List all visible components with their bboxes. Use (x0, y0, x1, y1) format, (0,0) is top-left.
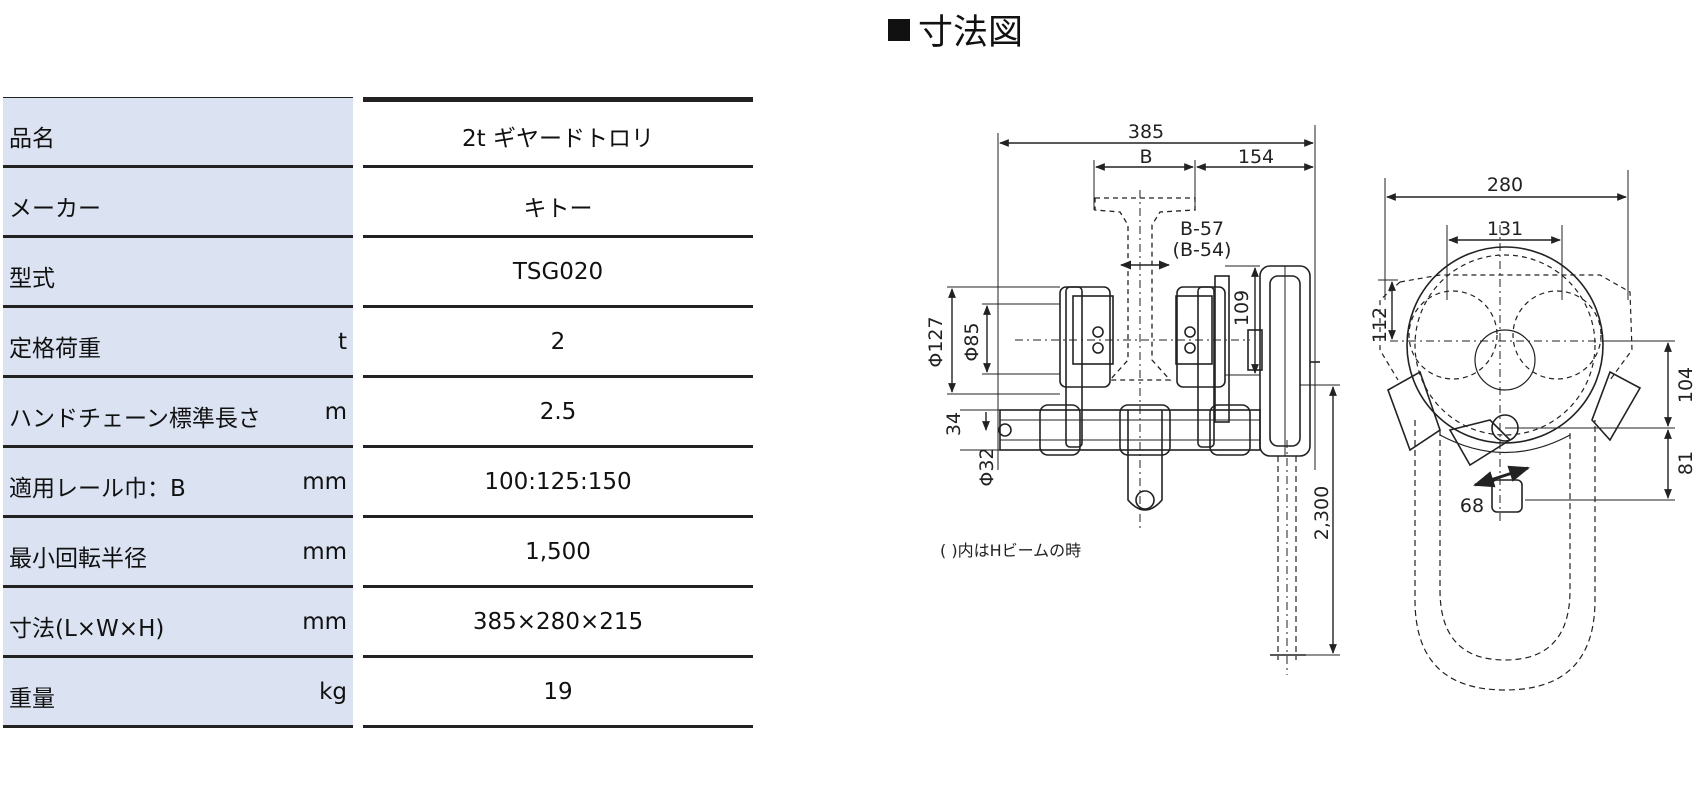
dim-34-label: 34 (943, 412, 965, 436)
dim-112-label: 112 (1369, 307, 1391, 343)
row-unit: mm (302, 539, 347, 565)
dim-phi85-label: Φ85 (961, 322, 983, 361)
row-label: 重量 (9, 686, 55, 712)
dim-68-label: 68 (1460, 495, 1484, 517)
row-label: 品名 (9, 126, 55, 152)
dim-b-label: B (1139, 146, 1152, 168)
dimension-drawing: 385 B 154 B-57 (B-54) Φ127 Φ85 109 34 Φ3… (925, 121, 1697, 691)
square-bullet-icon (888, 19, 910, 41)
side-view (947, 125, 1340, 675)
front-view (1378, 170, 1675, 691)
row-value: 100:125:150 (484, 469, 632, 495)
dim-b54-label: (B-54) (1173, 239, 1232, 261)
row-unit: mm (302, 609, 347, 635)
row-value: 1,500 (525, 539, 591, 565)
dim-phi127-label: Φ127 (925, 316, 947, 367)
spec-table: 品名 2t ギヤードトロリ メーカー キトー 型式 TSG020 定格荷重 t 2… (3, 98, 753, 728)
row-label: 最小回転半径 (9, 546, 147, 572)
row-label: メーカー (9, 196, 101, 222)
dim-phi32-label: Φ32 (976, 447, 998, 486)
row-unit: mm (302, 469, 347, 495)
drawing-section-title: 寸法図 (888, 4, 1023, 55)
table-row: 型式 TSG020 (3, 238, 753, 308)
row-value: 2 (550, 329, 566, 355)
dim-104-label: 104 (1675, 367, 1697, 403)
row-value: キトー (523, 196, 593, 222)
dim-b57-label: B-57 (1180, 218, 1224, 240)
row-label: 適用レール巾：B (9, 476, 186, 502)
row-unit: t (337, 329, 347, 355)
table-row: ハンドチェーン標準長さ m 2.5 (3, 378, 753, 448)
dim-154-label: 154 (1238, 146, 1274, 168)
dim-280-label: 280 (1487, 174, 1523, 196)
row-value: TSG020 (512, 259, 604, 285)
row-unit: m (324, 399, 347, 425)
dim-109-label: 109 (1231, 290, 1253, 326)
table-row: メーカー キトー (3, 168, 753, 238)
table-row: 品名 2t ギヤードトロリ (3, 98, 753, 168)
row-label: ハンドチェーン標準長さ (9, 406, 261, 432)
row-value: 2t ギヤードトロリ (462, 126, 654, 152)
row-value: 2.5 (539, 399, 577, 425)
row-value: 19 (543, 679, 573, 705)
table-row: 適用レール巾：B mm 100:125:150 (3, 448, 753, 518)
row-label: 型式 (9, 266, 55, 292)
table-row: 最小回転半径 mm 1,500 (3, 518, 753, 588)
drawing-title: 寸法図 (918, 13, 1024, 53)
row-label: 定格荷重 (9, 336, 101, 362)
dim-2300-label: 2,300 (1311, 486, 1333, 540)
row-value: 385×280×215 (472, 609, 644, 635)
row-label: 寸法(L×W×H) (9, 616, 165, 642)
dim-81-label: 81 (1675, 451, 1697, 475)
table-row: 寸法(L×W×H) mm 385×280×215 (3, 588, 753, 658)
table-row: 定格荷重 t 2 (3, 308, 753, 378)
dim-131-label: 131 (1487, 218, 1523, 240)
row-unit: kg (319, 679, 347, 705)
table-row: 重量 kg 19 (3, 658, 753, 728)
dim-385-label: 385 (1128, 121, 1164, 143)
drawing-note: ( )内はHビームの時 (940, 541, 1081, 560)
